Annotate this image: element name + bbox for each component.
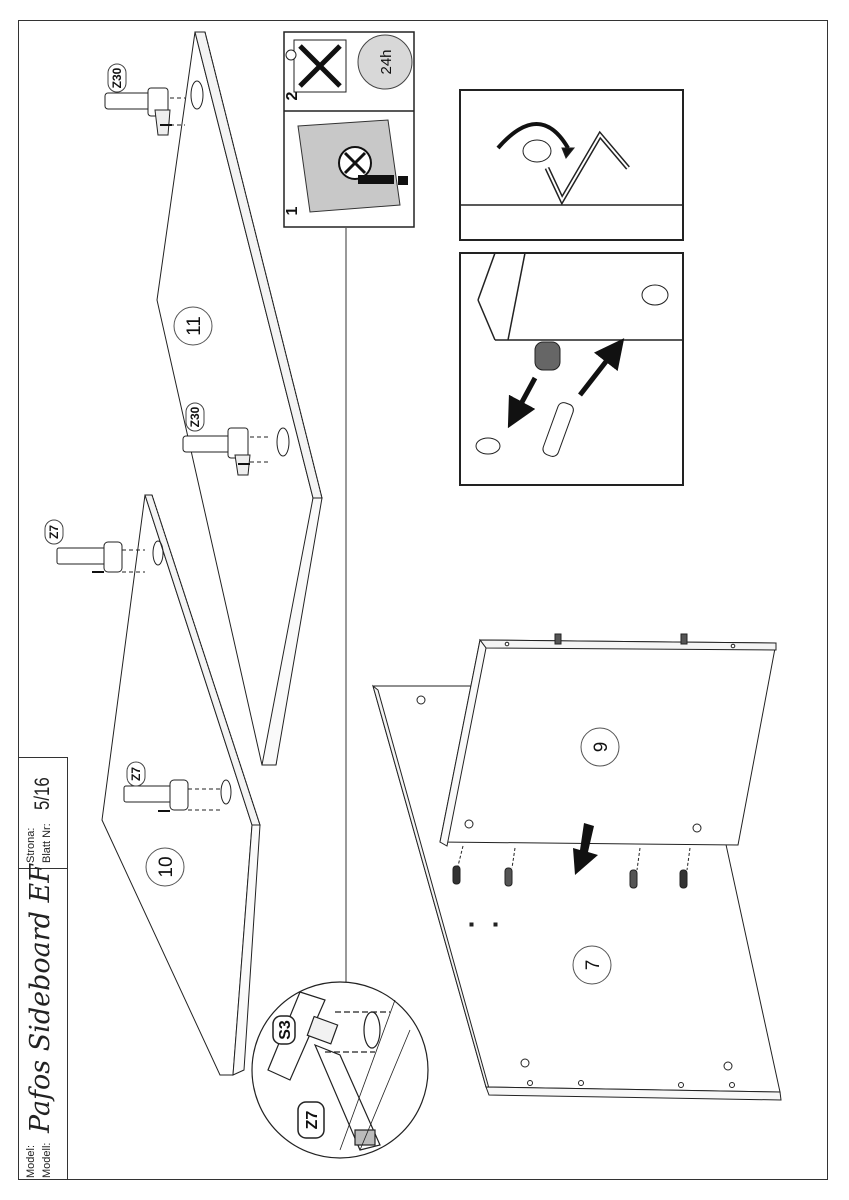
title-block-divider <box>19 868 67 869</box>
assembly-arrow-icon <box>573 823 598 875</box>
cam-insert-box <box>459 252 684 486</box>
detail-s3-label: S3 <box>272 1015 296 1045</box>
svg-text:2: 2 <box>284 91 301 100</box>
clock-icon <box>357 34 413 90</box>
z30-middle-label: Z30 <box>185 402 205 432</box>
panel-11-label: 11 <box>173 306 213 346</box>
panel-9-label: 9 <box>580 727 620 767</box>
cap-icon <box>475 437 501 455</box>
svg-text:10: 10 <box>156 856 177 877</box>
dowel-connectors <box>452 845 691 889</box>
arrow-down-icon <box>507 376 538 429</box>
svg-text:1: 1 <box>284 206 301 215</box>
detail-circle <box>251 981 429 1159</box>
panel-10-label: 10 <box>145 847 185 887</box>
cam-lock-icon <box>522 139 552 163</box>
svg-text:24h: 24h <box>378 49 395 74</box>
cam-turn-box <box>459 89 684 241</box>
z30-top-label: Z30 <box>107 63 127 93</box>
panel-11 <box>156 31 323 766</box>
ventilation-icon <box>285 49 297 61</box>
page-frame <box>18 20 828 1180</box>
svg-text:Z30: Z30 <box>110 67 124 88</box>
svg-text:Z7: Z7 <box>129 767 143 781</box>
svg-text:9: 9 <box>591 742 612 753</box>
rotate-arrow-icon <box>496 122 570 150</box>
svg-text:Z30: Z30 <box>188 406 202 427</box>
hinge-z30-top <box>104 87 185 136</box>
care-instructions-box: 24h 2 1 <box>283 31 415 228</box>
hinge-z30-middle <box>182 427 270 476</box>
cutter-icon <box>358 175 394 184</box>
svg-text:Z7: Z7 <box>47 525 61 539</box>
cam-bolt-icon <box>542 402 574 457</box>
title-block: Model: Modell: Pafos Sideboard EF Strona… <box>18 757 68 1180</box>
svg-text:7: 7 <box>583 960 604 971</box>
z7-upper-label: Z7 <box>44 519 64 545</box>
hinge-z7-lower <box>123 779 222 812</box>
arrow-up-icon <box>578 338 625 397</box>
svg-text:S3: S3 <box>277 1020 294 1040</box>
panel-7-label: 7 <box>572 945 612 985</box>
detail-z7-label: Z7 <box>297 1101 325 1139</box>
svg-text:11: 11 <box>184 316 205 336</box>
z7-lower-label: Z7 <box>126 761 146 787</box>
cam-lock-icon <box>641 284 669 306</box>
hinge-z7-upper <box>56 541 145 573</box>
dowel-icon <box>534 341 561 371</box>
svg-text:Z7: Z7 <box>304 1111 321 1130</box>
